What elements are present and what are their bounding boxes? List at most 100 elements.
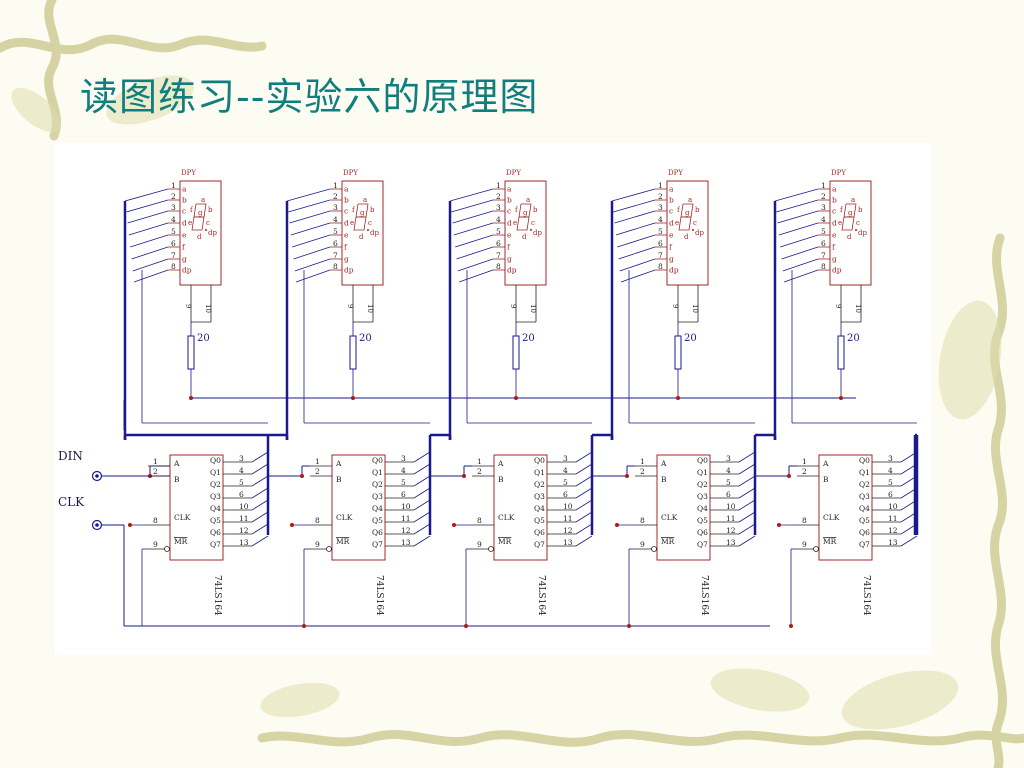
display-pin-letter: g: [507, 255, 512, 264]
chip-output-bus-entry: [251, 463, 269, 475]
display-pin-letter: a: [669, 185, 674, 194]
chip-output-bus-entry: [738, 463, 756, 475]
mr-inversion-bubble: [651, 546, 657, 552]
chip-output-number: 10: [888, 502, 898, 511]
chip-pin-name: MR: [661, 537, 675, 546]
junction-dot: [300, 474, 304, 478]
chip-output-name: Q7: [210, 540, 221, 549]
chip-output-number: 11: [563, 514, 573, 523]
display-bus-entry: [781, 246, 819, 260]
chip-pin-name: B: [498, 475, 504, 484]
junction-dot: [789, 624, 793, 628]
display-pin-number: 6: [171, 239, 176, 248]
segment-dp-dot: [530, 229, 532, 231]
display-pin-number: 4: [496, 215, 501, 224]
display-bottom-pin-label: 10: [854, 304, 862, 313]
display-pin-number: 6: [658, 239, 663, 248]
chip-output-name: Q2: [210, 480, 221, 489]
junction-dot: [290, 523, 294, 527]
segment-label: a: [526, 196, 530, 204]
mr-inversion-bubble: [164, 546, 170, 552]
chip-output-name: Q7: [534, 540, 545, 549]
display-pin-letter: f: [832, 243, 836, 252]
chip-pin-number: 8: [153, 516, 158, 525]
display-pin-number: 6: [821, 239, 826, 248]
segment-label: dp: [858, 229, 867, 237]
chip-output-name: Q4: [697, 504, 708, 513]
display-bus-entry: [455, 234, 494, 248]
chip-pin-name: MR: [336, 537, 350, 546]
serial-link-3: [591, 442, 635, 478]
display-body: [829, 180, 872, 286]
mr-inversion-bubble: [488, 546, 494, 552]
display-pin-number: 3: [333, 203, 338, 212]
chip-part-label: 74LS164: [374, 575, 384, 616]
chip-output-number: 12: [563, 526, 573, 535]
display-pin-letter: d: [507, 219, 512, 228]
display-pin-letter: c: [507, 207, 511, 216]
display-bus-entry: [614, 210, 656, 224]
chip-output-name: Q2: [859, 480, 870, 489]
mr-inversion-bubble: [813, 546, 819, 552]
display-pin-number: 2: [496, 192, 501, 201]
chip-pin-number: 9: [477, 540, 482, 549]
segment-lower: [841, 216, 855, 231]
display-bus-entry: [288, 199, 331, 213]
display-pin-letter: e: [669, 231, 674, 240]
chip-output-bus-entry: [738, 499, 756, 511]
chip-output-name: Q3: [372, 492, 383, 501]
display-pin-letter: f: [344, 243, 348, 252]
chip-output-number: 3: [563, 454, 568, 463]
segment-label: dp: [208, 229, 217, 237]
display-pin-number: 3: [171, 203, 176, 212]
chip-output-name: Q6: [534, 528, 545, 537]
chip-output-number: 6: [888, 490, 893, 499]
chip-pin-name: CLK: [174, 513, 191, 522]
display-pin-letter: b: [832, 196, 837, 205]
chip-output-bus-entry: [575, 499, 593, 511]
display-pin-number: 8: [658, 262, 663, 271]
display-pin-number: 6: [333, 239, 338, 248]
segment-label: b: [695, 206, 700, 214]
chip-part-label: 74LS164: [699, 575, 709, 616]
display-pin-letter: g: [182, 255, 187, 264]
display-pin-letter: b: [507, 196, 512, 205]
chip-output-bus-entry: [575, 475, 593, 487]
segment-label: e: [188, 219, 192, 227]
chip-output-name: Q1: [697, 468, 708, 477]
display-bus-entry: [778, 222, 819, 236]
chip-output-number: 13: [563, 538, 573, 547]
chip-output-bus-entry: [413, 487, 431, 499]
chip-output-name: Q1: [372, 468, 383, 477]
resistor-value: 20: [197, 333, 210, 344]
chip-pin-number: 1: [153, 457, 158, 466]
junction-dot: [839, 396, 843, 400]
chip-body: [493, 454, 548, 561]
display-bus-entry: [292, 234, 331, 248]
chip-pin-name: A: [335, 459, 342, 468]
display-pin-letter: d: [344, 219, 349, 228]
junction-dot: [462, 474, 466, 478]
display-label: DPY: [506, 169, 521, 177]
resistor-value: 20: [359, 333, 372, 344]
bus-route-1: [266, 433, 289, 452]
display-pin-letter: b: [344, 196, 349, 205]
resistor-value: 20: [847, 333, 860, 344]
segment-dp-dot: [367, 229, 369, 231]
segment-label: dp: [695, 229, 704, 237]
display-pin-letter: a: [507, 185, 512, 194]
display-bus-entry: [290, 222, 331, 236]
chip-output-bus-entry: [575, 511, 593, 523]
chip-pin-name: B: [174, 475, 180, 484]
junction-dot: [514, 396, 518, 400]
chip-pin-name: A: [660, 459, 667, 468]
chip-output-bus-entry: [251, 499, 269, 511]
display-pin-number: 3: [658, 203, 663, 212]
chip-pin-number: 2: [640, 467, 645, 476]
display-pin-letter: d: [182, 219, 187, 228]
display-pin-letter: e: [507, 231, 512, 240]
